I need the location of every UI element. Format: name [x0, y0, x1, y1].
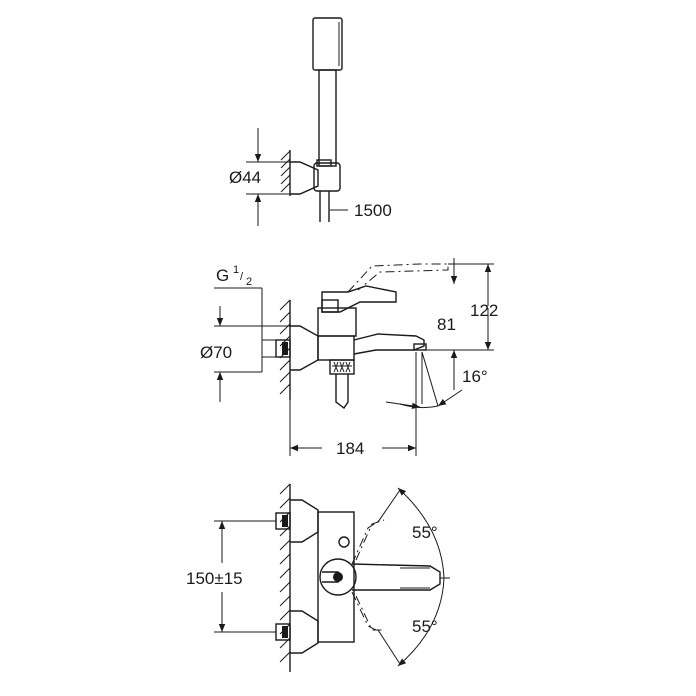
handshower-head [312, 17, 343, 71]
height-lever-label: 122 [470, 301, 498, 320]
thread-num-label: 1 [233, 264, 239, 276]
handshower-nut [316, 159, 332, 167]
thread-g-label: G [216, 266, 229, 285]
angle-arc-up [397, 487, 445, 579]
lever-hub [319, 558, 357, 596]
handshower-diameter-label: Ø44 [229, 168, 261, 187]
rosette-diameter-label: Ø70 [200, 343, 232, 362]
angle-arc-down [397, 577, 445, 667]
inlet-connector [275, 339, 291, 358]
hose-length-label: 1500 [354, 201, 392, 220]
wall-hatch-bottom [279, 483, 291, 672]
rosette-top [290, 499, 319, 543]
lever-angle-up-label: 55° [412, 523, 438, 542]
wall-hatch-top [280, 150, 291, 196]
holder-clamp [313, 162, 341, 192]
knob-knurl [332, 361, 352, 373]
rosette [290, 325, 319, 371]
mixer-body [317, 335, 355, 361]
hose-outlet [335, 374, 349, 410]
handshower-view: 1500 Ø44 [229, 17, 392, 226]
side-elevation-view: 122 81 16° G 1 / 2 Ø70 184 [200, 258, 498, 458]
lever-up-position [347, 263, 449, 293]
wall-holder [290, 161, 319, 195]
diverter-button [338, 536, 350, 548]
spout [353, 333, 425, 355]
handshower-handle [318, 69, 337, 167]
lever-angle-down-label: 55° [412, 617, 438, 636]
front-view: 55° 55° 150±15 [186, 483, 450, 672]
thread-den-label: 2 [246, 276, 252, 288]
rosette-bottom [290, 610, 319, 654]
svg-text:/: / [240, 271, 244, 283]
spout-angle-label: 16° [462, 367, 488, 386]
centre-distance-label: 150±15 [186, 569, 243, 588]
diverter-knob [329, 359, 355, 375]
lever-up-position-front [351, 519, 381, 565]
height-spout-label: 81 [437, 315, 456, 334]
lever-down-position-front [351, 591, 381, 633]
mixer-body-front [317, 511, 355, 643]
projection-label: 184 [336, 439, 364, 458]
